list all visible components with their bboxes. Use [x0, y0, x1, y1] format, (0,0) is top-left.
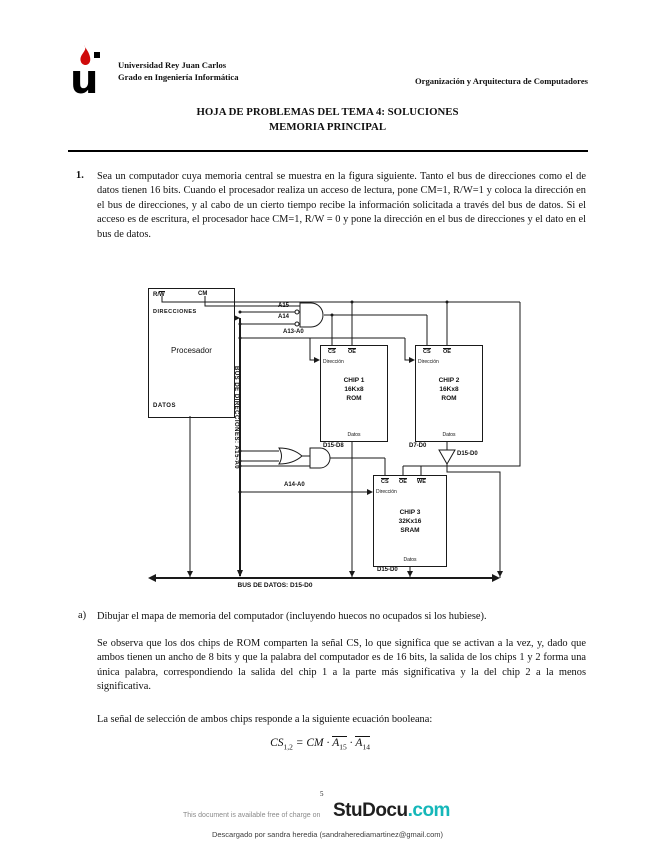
bus-driver-triangle: [438, 449, 456, 466]
chip1-name: CHIP 1: [343, 377, 365, 384]
junction-dots: [238, 300, 449, 494]
eq-a14: A: [355, 737, 363, 749]
processor-name: Procesador: [171, 346, 212, 355]
eq-a14-bar: A14: [355, 736, 370, 751]
wire-label-d15-d8: D15-D8: [323, 443, 344, 449]
page-number: 5: [320, 790, 324, 798]
chip2-box: CS OE Dirección CHIP 2 16Kx8 ROM Datos: [415, 345, 483, 442]
eq-dot2: ·: [349, 737, 353, 749]
page-title-line1: HOJA DE PROBLEMAS DEL TEMA 4: SOLUCIONES: [196, 106, 459, 118]
eq-dot1: ·: [326, 737, 330, 749]
diagram-wires: [148, 296, 521, 582]
explanation-paragraph-1: Se observa que los dos chips de ROM comp…: [97, 638, 586, 693]
wire-label-a14: A14: [278, 314, 290, 320]
and-gate-sram-cs: [309, 447, 331, 469]
chip3-name: CHIP 3: [399, 509, 421, 516]
chip1-oe-pin: OE: [348, 348, 356, 355]
chip2-nameblock: CHIP 2 16Kx8 ROM: [416, 376, 482, 403]
chip3-direccion-label: Dirección: [376, 489, 397, 495]
chip2-direccion-label: Dirección: [418, 359, 439, 365]
item-a-marker: a): [78, 610, 87, 621]
problem-text: Sea un computador cuya memoria central s…: [97, 171, 586, 240]
header-degree: Grado en Ingeniería Informática: [118, 72, 239, 82]
wire-label-d15-d0-sram: D15-D0: [377, 567, 398, 573]
wire-net: [161, 296, 521, 578]
header-university: Universidad Rey Juan Carlos: [118, 60, 227, 70]
header-divider: [68, 150, 588, 152]
university-logo: u: [70, 44, 118, 106]
cs-equation: CS1,2 = CM · A15 · A14: [70, 736, 570, 751]
downloaded-by-line: Descargado por sandra heredia (sandraher…: [211, 830, 444, 839]
chip1-size: 16Kx8: [344, 386, 364, 393]
cm-signal-label: CM: [198, 291, 208, 297]
eq-a15-sub: 15: [339, 742, 347, 752]
chip3-box: CS OE WE Dirección CHIP 3 32Kx16 SRAM Da…: [373, 475, 447, 567]
eq-lhs: CS: [270, 737, 284, 749]
inverter-bubble-a14: [294, 321, 300, 327]
eq-a14-sub: 14: [362, 742, 370, 752]
chip2-datos-label: Datos: [442, 432, 456, 438]
chip2-cs-pin: CS: [423, 348, 431, 355]
logo-u-glyph: u: [70, 57, 99, 103]
studocu-logo[interactable]: StuDocu.com: [333, 800, 450, 822]
eq-a15: A: [332, 737, 340, 749]
datos-label: DATOS: [153, 403, 176, 409]
eq-lhs-sub: 1,2: [283, 742, 293, 752]
chip1-direccion-label: Dirección: [323, 359, 344, 365]
studocu-wordmark: StuDocu: [333, 800, 408, 821]
chip2-type: ROM: [441, 395, 457, 402]
page-title-line2: MEMORIA PRINCIPAL: [268, 121, 387, 133]
wire-label-d7-d0: D7-D0: [409, 443, 427, 449]
chip1-cs-pin: CS: [328, 348, 336, 355]
chip3-oe-pin: OE: [399, 478, 407, 485]
chip1-nameblock: CHIP 1 16Kx8 ROM: [321, 376, 387, 403]
and-gate-rom-cs: [299, 302, 324, 328]
explanation-paragraph-2: La señal de selección de ambos chips res…: [97, 714, 433, 725]
chip3-we-pin: WE: [417, 478, 426, 485]
header-course: Organización y Arquitectura de Computado…: [415, 76, 588, 86]
chip3-cs-pin: CS: [381, 478, 389, 485]
logo-flame-icon: [80, 45, 100, 65]
or-gate-sram: [278, 447, 303, 465]
chip3-size: 32Kx16: [398, 518, 422, 525]
rw-signal-label: R/W: [153, 291, 165, 298]
chip1-type: ROM: [346, 395, 362, 402]
chip2-name: CHIP 2: [438, 377, 460, 384]
wire-label-a14-a0: A14-A0: [284, 482, 305, 488]
problem-number: 1.: [76, 170, 84, 181]
chip3-nameblock: CHIP 3 32Kx16 SRAM: [374, 508, 446, 535]
chip1-box: CS OE Dirección CHIP 1 16Kx8 ROM Datos: [320, 345, 388, 442]
wire-label-d15-d0: D15-D0: [457, 451, 478, 457]
inverter-bubble-a15: [294, 309, 300, 315]
chip2-oe-pin: OE: [443, 348, 451, 355]
chip1-datos-label: Datos: [347, 432, 361, 438]
eq-a15-bar: A15: [332, 736, 347, 751]
wire-label-a15: A15: [278, 303, 290, 309]
address-bus-label: BUS DE DIRECCIONES: A15-A0: [233, 366, 239, 470]
studocu-domain-suffix: .com: [407, 800, 451, 821]
arrowheads: [148, 315, 503, 582]
memory-circuit-diagram: R/W CM DIRECCIONES Procesador DATOS BUS …: [0, 270, 655, 603]
chip3-datos-label: Datos: [403, 557, 417, 563]
data-bus-label: BUS DE DATOS: D15-D0: [237, 582, 313, 589]
processor-box: R/W CM DIRECCIONES Procesador DATOS: [148, 288, 235, 418]
chip2-size: 16Kx8: [439, 386, 459, 393]
studocu-notice: This document is available free of charg…: [183, 812, 321, 819]
eq-equals: = CM: [295, 737, 324, 749]
item-a-text: Dibujar el mapa de memoria del computado…: [97, 611, 487, 622]
chip3-type: SRAM: [400, 527, 420, 534]
direcciones-label: DIRECCIONES: [153, 309, 197, 315]
wire-label-a13-a0: A13-A0: [283, 329, 304, 335]
